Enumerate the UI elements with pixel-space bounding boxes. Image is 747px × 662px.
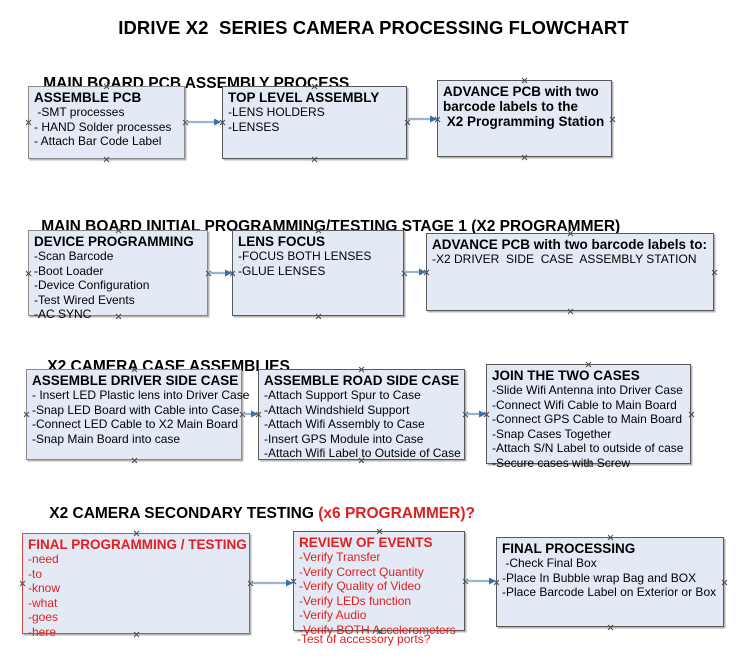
box-line: -goes [28, 610, 59, 625]
box-line: -Place Barcode Label on Exterior or Box [502, 585, 717, 600]
box-assemble-driver-side-case[interactable]: ASSEMBLE DRIVER SIDE CASE - Insert LED P… [26, 369, 250, 460]
box-line: -Attach S/N Label to outside of case [492, 441, 684, 456]
box-heading: FINAL PROGRAMMING / TESTING [28, 537, 247, 552]
box-assemble-road-side-case[interactable]: ASSEMBLE ROAD SIDE CASE -Attach Support … [258, 369, 465, 460]
box-line: -Snap LED Board with Cable into Case [32, 402, 240, 417]
box-heading: REVIEW OF EVENTS [299, 535, 433, 550]
page-title: IDRIVE X2 SERIES CAMERA PROCESSING FLOWC… [118, 17, 629, 38]
box-line: -Connect GPS Cable to Main Board [492, 412, 683, 427]
section-title-text: X2 CAMERA SECONDARY TESTING [49, 505, 319, 522]
box-line: -what [28, 595, 58, 610]
box-line: -Slide Wifi Antenna into Driver Case [492, 383, 683, 397]
box-line: barcode labels to the [443, 99, 579, 114]
box-line: -Attach Wifi Label to Outside of Case [264, 446, 461, 461]
box-line: -Snap Main Board into case [32, 431, 181, 446]
box-line: - HAND Solder processes [34, 119, 172, 134]
box-line: -Verify Quality of Video [299, 579, 421, 594]
box-heading: DEVICE PROGRAMMING [34, 234, 194, 249]
box-line: - Attach Bar Code Label [34, 134, 162, 149]
box-assemble-pcb[interactable]: ASSEMBLE PCB -SMT processes - HAND Solde… [28, 86, 185, 159]
box-review-of-events[interactable]: REVIEW OF EVENTS -Verify Transfer -Verif… [293, 531, 465, 637]
box-join-the-two-cases[interactable]: JOIN THE TWO CASES -Slide Wifi Antenna i… [486, 364, 691, 470]
box-line: -Connect LED Cable to X2 Main Board [32, 417, 239, 432]
box-line: -Scan Barcode [34, 249, 114, 263]
box-final-processing[interactable]: FINAL PROCESSING -Check Final Box -Place… [496, 537, 724, 627]
section-title-x2-camera-secondary-testing: X2 CAMERA SECONDARY TESTING (x6 PROGRAMM… [32, 487, 475, 541]
box-line: -LENS HOLDERS [228, 105, 325, 119]
box-heading: ASSEMBLE ROAD SIDE CASE [264, 373, 460, 388]
box-line: -here [28, 624, 57, 639]
box-advance-pcb-x2-programming-station[interactable]: ADVANCE PCB with two barcode labels to t… [437, 80, 612, 157]
box-line: -FOCUS BOTH LENSES [238, 249, 372, 263]
box-line: -Test Wired Events [34, 292, 135, 307]
box-line: -need [28, 552, 59, 566]
box-line: -LENSES [228, 119, 280, 134]
box-line: -Snap Cases Together [492, 426, 612, 441]
box-line: -Place In Bubble wrap Bag and BOX [502, 570, 697, 585]
box-line: - Insert LED Plastic lens into Driver Ca… [32, 388, 250, 402]
box-heading: FINAL PROCESSING [502, 541, 636, 556]
section-title-accent: (x6 PROGRAMMER)? [318, 505, 475, 522]
box-device-programming[interactable]: DEVICE PROGRAMMING -Scan Barcode -Boot L… [28, 230, 208, 321]
box-heading: LENS FOCUS [238, 234, 326, 249]
box-line: -Attach Windshield Support [264, 402, 410, 417]
box-heading: ASSEMBLE DRIVER SIDE CASE [32, 373, 239, 388]
box-line: -Attach Wifi Assembly to Case [264, 417, 425, 432]
box-lens-focus[interactable]: LENS FOCUS -FOCUS BOTH LENSES -GLUE LENS… [232, 230, 404, 316]
box-line: -Verify BOTH Accelerometers [299, 622, 456, 637]
box-line: -AC SYNC [34, 307, 92, 322]
box-line: -Check Final Box [502, 556, 597, 570]
box-line: -Secure cases with Screw [492, 455, 631, 470]
box-advance-pcb-driver-side-case[interactable]: ADVANCE PCB with two barcode labels to: … [426, 233, 714, 311]
box-line: -Verify Transfer [299, 550, 381, 564]
box-line: X2 Programming Station [443, 114, 605, 129]
box-line: -Attach Support Spur to Case [264, 388, 421, 402]
box-heading: ADVANCE PCB with two [443, 84, 599, 99]
box-line: -Verify Audio [299, 608, 367, 623]
box-line: -Verify LEDs function [299, 593, 412, 608]
box-heading: ASSEMBLE PCB [34, 90, 142, 105]
box-line: -know [28, 581, 61, 596]
box-heading: JOIN THE TWO CASES [492, 368, 640, 383]
box-line: -to [28, 566, 43, 581]
box-line: -Device Configuration [34, 278, 150, 293]
box-overflow-line: -Test of accessory ports? [297, 632, 431, 646]
box-final-programming-testing[interactable]: FINAL PROGRAMMING / TESTING -need -to -k… [22, 533, 250, 639]
box-line: -X2 DRIVER SIDE CASE ASSEMBLY STATION [432, 252, 697, 266]
box-line: -GLUE LENSES [238, 263, 326, 278]
box-line: -SMT processes [34, 105, 125, 119]
box-line: -Boot Loader [34, 263, 104, 278]
box-line: -Connect Wifi Cable to Main Board [492, 397, 677, 412]
box-line: -Verify Correct Quantity [299, 564, 424, 579]
box-heading: TOP LEVEL ASSEMBLY [228, 90, 380, 105]
box-heading: ADVANCE PCB with two barcode labels to: [432, 237, 708, 252]
box-top-level-assembly[interactable]: TOP LEVEL ASSEMBLY -LENS HOLDERS -LENSES [222, 86, 407, 159]
box-line: -Insert GPS Module into Case [264, 431, 424, 446]
